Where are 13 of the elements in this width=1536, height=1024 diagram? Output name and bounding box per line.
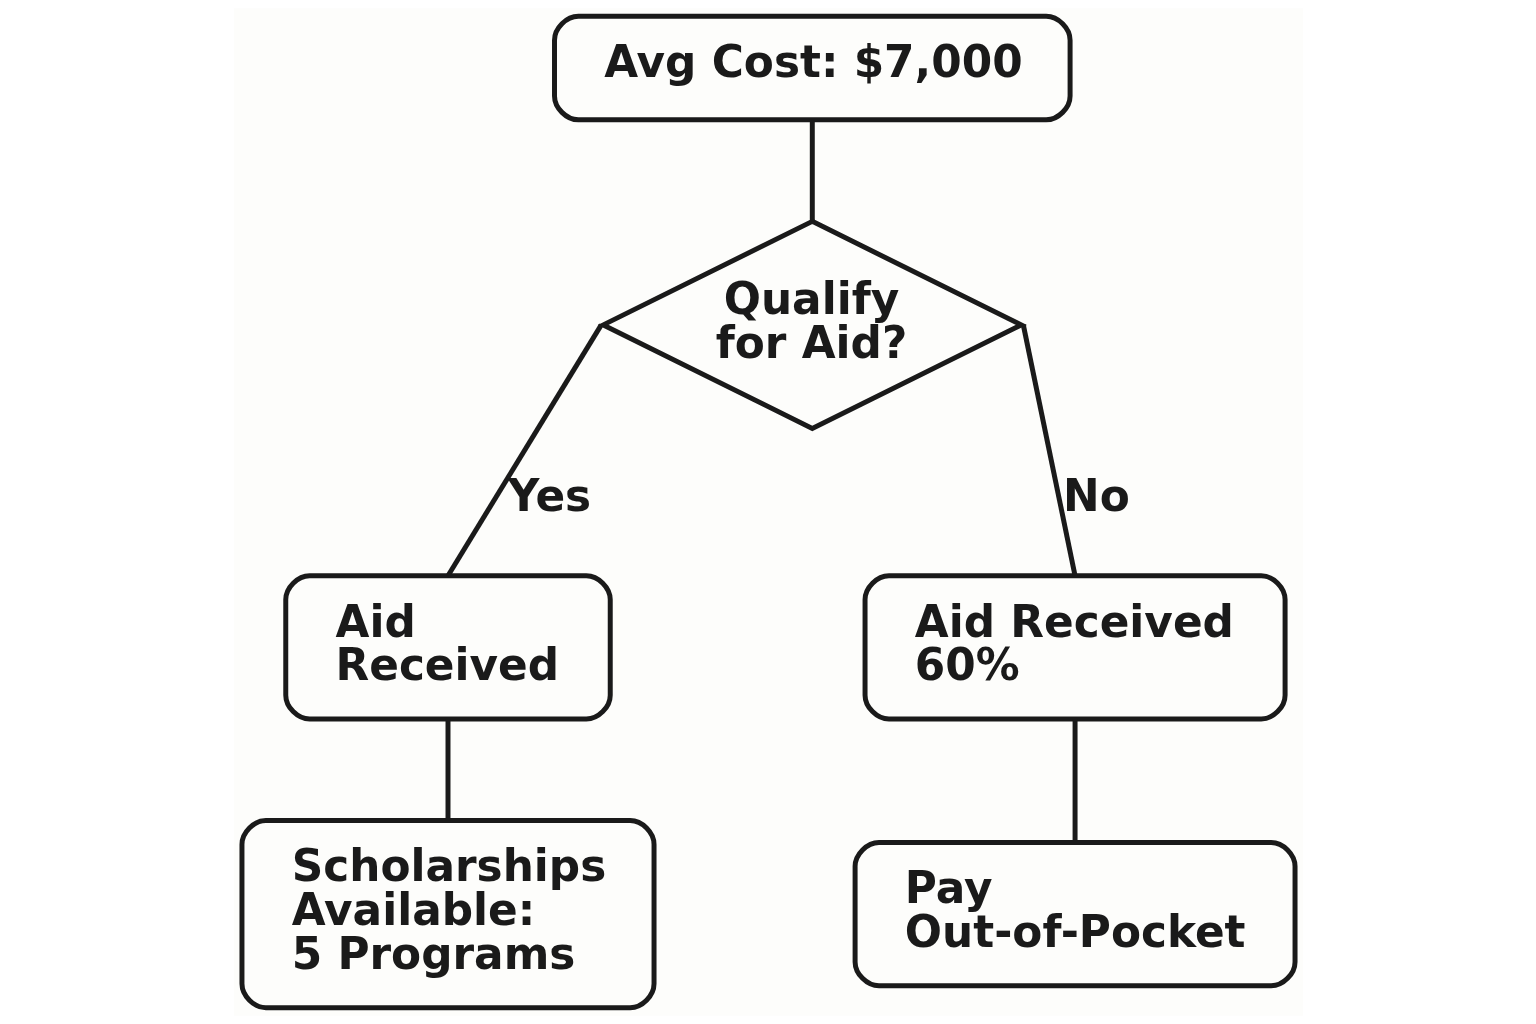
connector	[445, 719, 450, 821]
node-box: Pay Out-of-Pocket	[852, 839, 1298, 989]
node-box: Aid Received 60%	[862, 573, 1288, 722]
node-diamond: Qualify for Aid?	[597, 218, 1027, 432]
connector	[809, 119, 815, 222]
connector	[1072, 719, 1078, 841]
edge-label: No	[1062, 470, 1130, 522]
connector	[1020, 324, 1077, 577]
node-box: Aid Received	[282, 573, 613, 722]
node-box: Avg Cost: $7,000	[551, 13, 1073, 123]
edge-label: Yes	[507, 470, 591, 522]
node-box: Scholarships Available: 5 Programs	[238, 818, 657, 1011]
connector	[445, 323, 603, 577]
